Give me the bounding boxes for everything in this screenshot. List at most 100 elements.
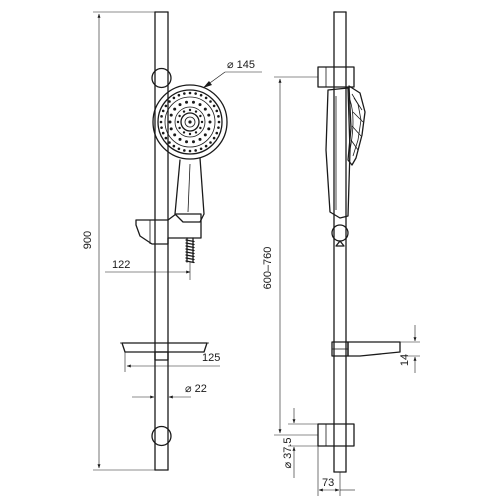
hose-coil <box>185 248 195 252</box>
nozzle <box>188 108 192 112</box>
dim-wall-distance: 73 <box>317 446 355 496</box>
nozzle <box>183 149 186 152</box>
shower-hose <box>185 237 195 264</box>
nozzle <box>178 137 182 141</box>
nozzle <box>194 92 197 95</box>
hose-coil <box>185 257 195 261</box>
label-wall-distance: 73 <box>322 477 334 489</box>
nozzle <box>178 126 181 130</box>
front-rail <box>154 11 169 471</box>
hose-coil <box>185 254 195 258</box>
nozzle <box>183 92 186 95</box>
nozzle <box>159 120 163 124</box>
nozzle <box>164 136 168 140</box>
nozzle <box>161 109 165 113</box>
front-view: ⌀ 145 900 122 125 ⌀ 22 <box>82 11 262 471</box>
label-bar-diameter: ⌀ 22 <box>185 383 207 395</box>
nozzle <box>168 120 172 124</box>
dim-tray-thickness: 14 <box>399 325 420 373</box>
nozzle <box>215 109 219 113</box>
nozzle <box>173 107 177 111</box>
nozzle <box>182 110 186 113</box>
nozzle <box>199 114 202 118</box>
front-bottom-bracket <box>151 425 172 447</box>
nozzle <box>172 144 176 148</box>
label-tray-width: 125 <box>202 352 220 364</box>
hose-coil <box>185 251 195 255</box>
hose-coil <box>185 260 195 264</box>
nozzle <box>194 110 198 113</box>
front-top-bracket <box>151 67 172 89</box>
nozzle <box>168 100 171 103</box>
side-soap-tray <box>331 341 401 357</box>
front-soap-tray <box>120 342 209 361</box>
nozzle <box>182 131 186 134</box>
nozzle <box>172 96 176 100</box>
nozzle <box>194 131 198 134</box>
side-bottom-bracket <box>317 423 355 447</box>
hose-coil <box>185 242 195 246</box>
nozzle <box>161 131 165 135</box>
nozzle <box>177 93 181 97</box>
shower-head-front <box>152 84 228 160</box>
shower-head-nozzles <box>159 91 221 153</box>
nozzle <box>199 93 203 97</box>
side-top-bracket <box>317 66 355 88</box>
nozzle <box>203 133 207 137</box>
label-head-diameter: ⌀ 145 <box>227 59 255 71</box>
nozzle <box>185 140 189 144</box>
nozzle <box>204 144 208 148</box>
nozzle <box>185 100 189 104</box>
hose-coil <box>185 245 195 249</box>
label-tray-thickness: 14 <box>399 354 411 366</box>
nozzle <box>208 120 212 124</box>
side-handle <box>325 87 351 219</box>
nozzle <box>209 141 212 144</box>
side-view: 600–760 14 ⌀ 37.5 73 <box>262 11 420 496</box>
nozzle <box>164 104 168 108</box>
dim-adjust-range: 600–760 <box>262 76 318 436</box>
nozzle <box>169 113 173 117</box>
nozzle <box>217 126 220 129</box>
label-slider-offset: 122 <box>112 259 130 271</box>
nozzle <box>160 115 163 118</box>
nozzle <box>178 103 182 107</box>
label-total-height: 900 <box>82 231 94 249</box>
nozzle <box>217 115 220 118</box>
shower-handle <box>174 157 205 223</box>
nozzle <box>199 147 203 151</box>
nozzle <box>188 91 192 95</box>
nozzle <box>212 104 216 108</box>
hose-coil <box>185 239 195 243</box>
nozzle <box>207 127 211 131</box>
nozzle <box>191 100 195 104</box>
nozzle <box>198 103 202 107</box>
nozzle <box>194 149 197 152</box>
nozzle <box>207 113 211 117</box>
nozzle <box>177 147 181 151</box>
label-bracket-diameter: ⌀ 37.5 <box>282 437 294 468</box>
dim-total-height: 900 <box>82 11 155 471</box>
nozzle <box>209 100 212 103</box>
side-slider <box>331 224 349 247</box>
nozzle <box>173 133 177 137</box>
nozzle <box>176 120 180 124</box>
dim-head-diameter: ⌀ 145 <box>202 59 262 89</box>
nozzle <box>212 136 216 140</box>
nozzle <box>160 126 163 129</box>
dim-bar-diameter: ⌀ 22 <box>132 383 207 399</box>
nozzle <box>188 149 192 153</box>
nozzle <box>191 140 195 144</box>
nozzle <box>169 127 173 131</box>
dim-bracket-diameter: ⌀ 37.5 <box>282 408 318 478</box>
nozzle <box>217 120 221 124</box>
nozzle <box>203 107 207 111</box>
nozzle <box>168 141 171 144</box>
dim-slider-offset: 122 <box>105 259 191 280</box>
nozzle <box>198 137 202 141</box>
nozzle <box>178 114 181 118</box>
front-slider <box>135 213 202 245</box>
dim-tray-width: 125 <box>124 352 220 372</box>
nozzle <box>204 96 208 100</box>
